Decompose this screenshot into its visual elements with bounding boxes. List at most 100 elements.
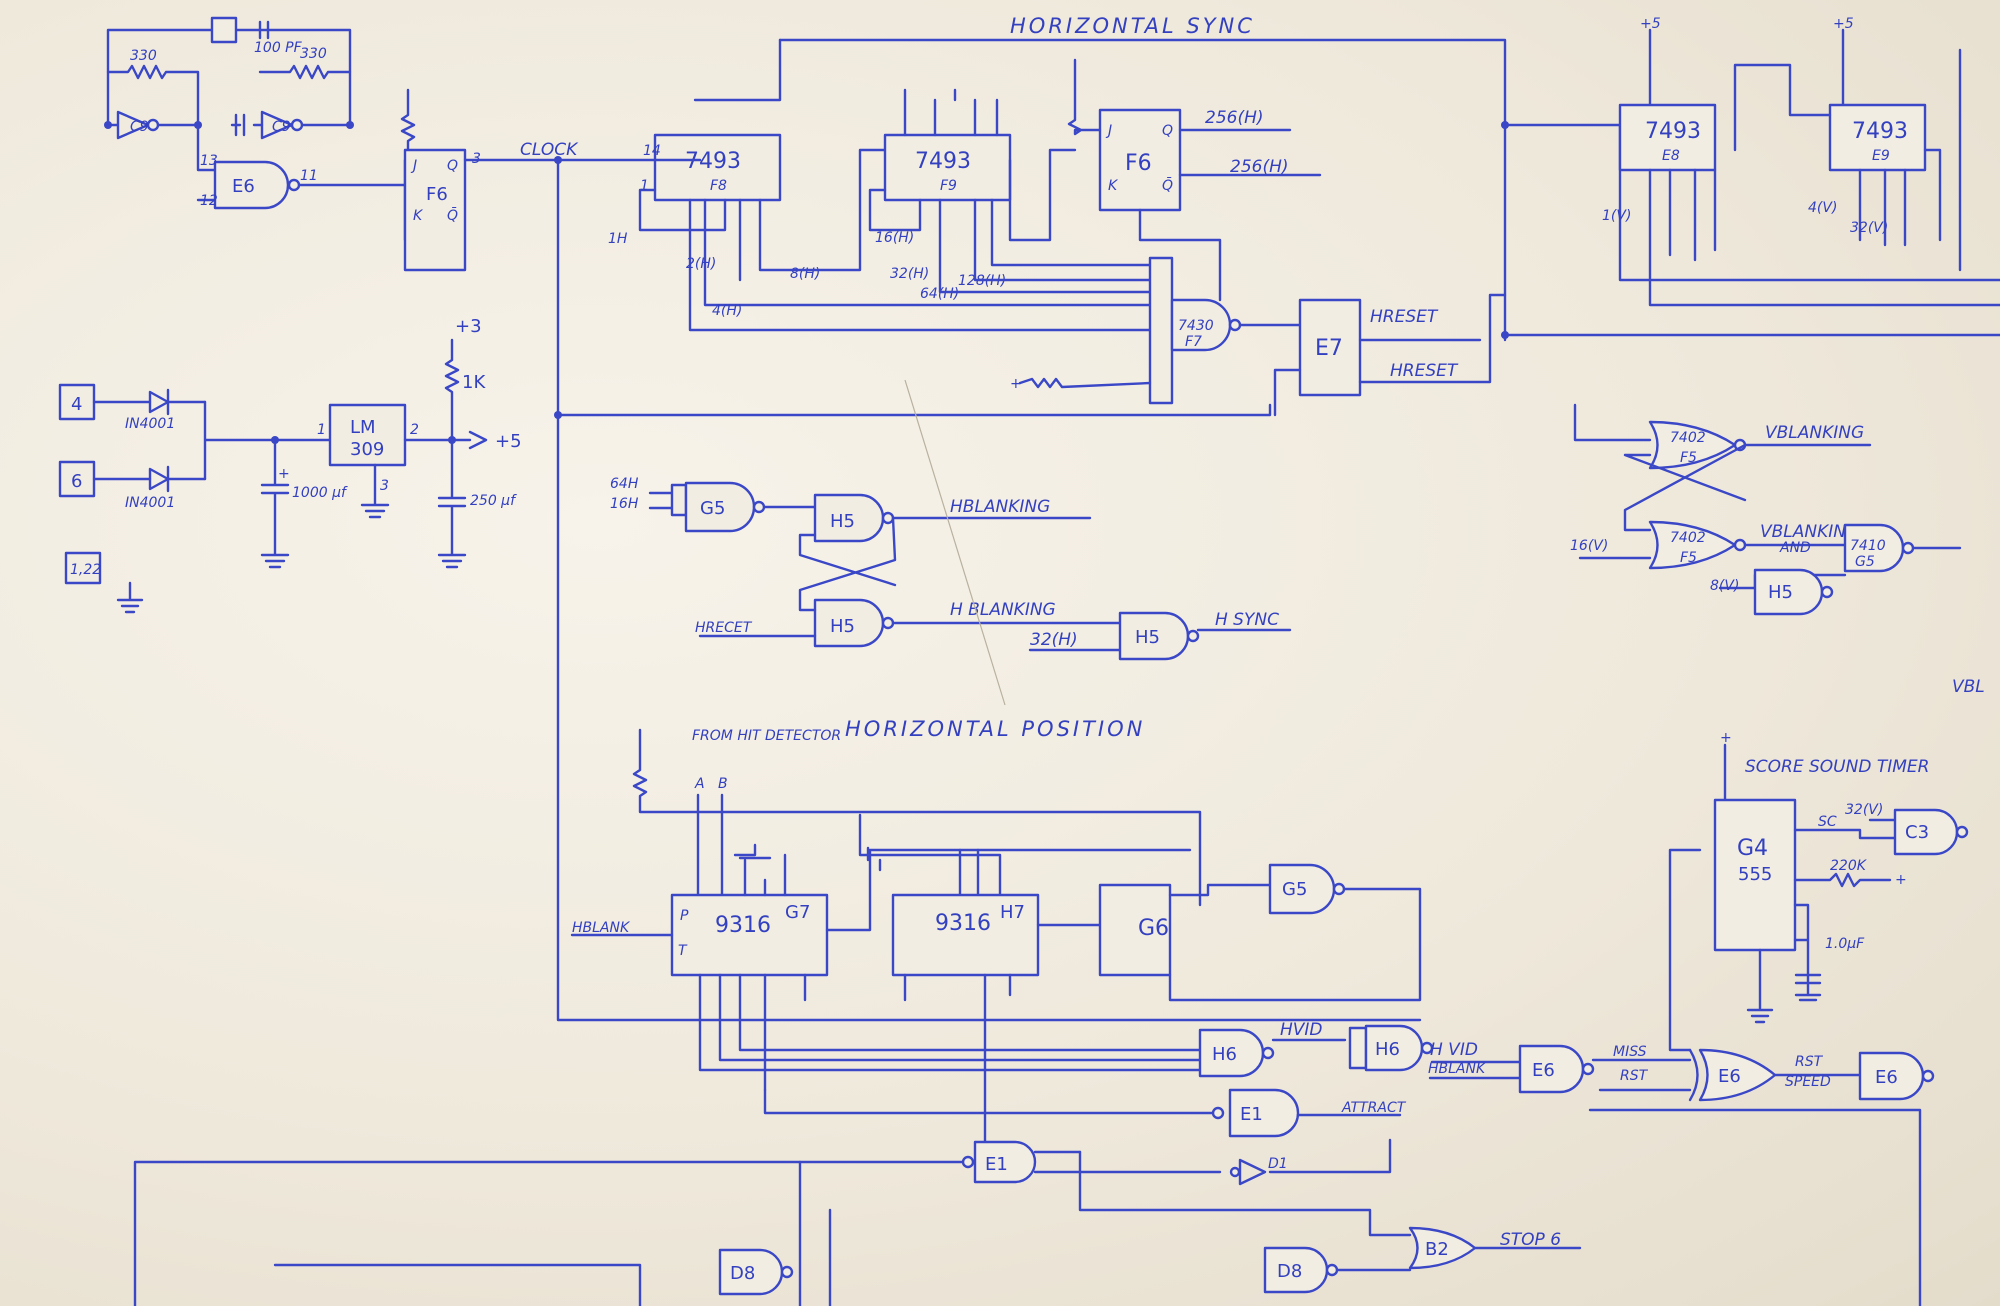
nand-d8-2-label: D8: [1277, 1261, 1302, 1282]
hit-detector-lines: [696, 793, 724, 897]
label-hblanking: HBLANKING: [950, 497, 1050, 517]
timer-g4-type: 555: [1738, 864, 1772, 885]
label-hsync: H SYNC: [1215, 610, 1279, 630]
nand-gate-e6: [213, 160, 290, 210]
label-plus5: +5: [495, 431, 522, 452]
inverter-c9-2: [260, 110, 294, 140]
label-vblanking: VBLANKING: [1760, 522, 1859, 542]
pin-qbar: Q̄: [447, 206, 458, 224]
counter-h7-ref: H7: [1000, 902, 1025, 923]
label-32h: 32(H): [890, 266, 929, 282]
terminal-wires: [92, 400, 152, 481]
g7-p: P: [680, 908, 689, 924]
nand-gate-e6-label: E6: [232, 176, 255, 197]
cross-coupled-wiring: [1578, 443, 1747, 560]
nand-h5-sync-label: H5: [1135, 627, 1160, 648]
nand-h6-2-label: H6: [1375, 1039, 1400, 1060]
nand-h5-2-label: H5: [830, 616, 855, 637]
label-sc: SC: [1818, 814, 1837, 830]
label-2h: 2(H): [686, 256, 716, 272]
title-horizontal-sync: HORIZONTAL SYNC: [1010, 14, 1255, 38]
nand-h5-1-label: H5: [830, 511, 855, 532]
label-16v: 16(V): [1570, 538, 1608, 554]
sc-wire: [1793, 828, 1897, 840]
nand-c3-label: C3: [1905, 822, 1929, 843]
title-horizontal-position: HORIZONTAL POSITION: [845, 717, 1145, 741]
label-vbl: VBL: [1952, 677, 1985, 697]
b2-input-wire: [1078, 1150, 1412, 1237]
label-miss: MISS: [1613, 1044, 1647, 1060]
label-rst-speed-1: RST: [1795, 1054, 1824, 1070]
counter-g7-ref: G7: [785, 902, 810, 923]
nor-f5-2-ref: F5: [1680, 550, 1697, 566]
regulator-lm309: [328, 403, 407, 467]
pin-11: 11: [300, 168, 318, 184]
nor-b2-label: B2: [1425, 1239, 1449, 1260]
h7-top-wiring: [858, 813, 1002, 897]
inverter-c9-1-label: C9: [130, 119, 149, 135]
label-8v: 8(V): [1710, 578, 1739, 594]
nand-e6-rst-label: E6: [1875, 1067, 1898, 1088]
paper-fold-crease: [904, 379, 1006, 706]
e7-outputs: [1358, 293, 1507, 384]
f6b-j: J: [1105, 123, 1112, 139]
flipflop-f6-256h-label: F6: [1125, 151, 1152, 176]
capacitor-250uf-label: 250 μf: [470, 493, 517, 509]
label-plus3: +3: [455, 316, 482, 337]
attract-out: [763, 1088, 1215, 1115]
nand-input-stack-f7: [1148, 256, 1174, 405]
f8-wiring: [638, 158, 727, 232]
label-hvid-2: H VID: [1430, 1040, 1478, 1060]
nand-7430-type: 7430: [1178, 318, 1214, 334]
f6b-outputs: [1178, 128, 1322, 177]
nor-f5-1-ref: F5: [1680, 450, 1697, 466]
nand-h5-v-label: H5: [1768, 582, 1793, 603]
xor-input-curve: [1688, 1048, 1699, 1102]
lower-bus-wiring: [273, 1160, 832, 1306]
label-hreset-n: HRESET: [1370, 307, 1439, 327]
counter-e9-ref: E9: [1872, 148, 1890, 164]
timer-ground: [1746, 948, 1774, 1024]
counter-9316-g7: [670, 893, 829, 977]
e1-2-inputs: [1033, 1150, 1222, 1174]
inverter-d1: [1238, 1158, 1267, 1186]
f6b-q: Q: [1162, 123, 1173, 139]
pin-13: 13: [200, 153, 218, 169]
capacitor-1uf-label: 1.0μF: [1825, 936, 1865, 952]
terminal-4-label: 4: [71, 394, 82, 415]
label-rst-speed-2: SPEED: [1785, 1074, 1831, 1090]
diode-2-bar: [166, 465, 207, 493]
resistor-330-left: [106, 64, 200, 127]
resistor-330-label: 330: [130, 48, 157, 64]
flipflop-g6-label: G6: [1138, 916, 1169, 941]
flipflop-f6-clock: [403, 148, 467, 272]
inverter-bubble: [146, 118, 160, 132]
resistor-220k: [1793, 872, 1892, 888]
e1-2-output-bus: [133, 1138, 1392, 1306]
flipflop-e7: [1298, 298, 1362, 397]
pin-k: K: [413, 208, 424, 224]
label-hreset: HRESET: [1390, 361, 1459, 381]
label-and: AND: [1779, 540, 1811, 556]
diode-2: [148, 467, 170, 491]
ground-symbol-terminal: [116, 581, 144, 614]
f6b-qbar: Q̄: [1162, 176, 1173, 194]
diode-1-label: IN4001: [125, 416, 175, 432]
counter-g7-type: 9316: [715, 913, 771, 938]
label-16h-in: 16H: [610, 496, 639, 512]
nand-d8-1-label: D8: [730, 1263, 755, 1284]
f6b-to-f7: [1138, 208, 1222, 302]
flipflop-e7-label: E7: [1315, 336, 1343, 361]
hblank-cross-coupled: [798, 516, 897, 612]
e9-outputs: [1858, 48, 1962, 272]
vblank-reset-wire: [1573, 403, 1652, 442]
label-hvid: HVID: [1280, 1020, 1323, 1040]
capacitor-coupling: [234, 113, 246, 137]
hblanking-latch: 64H 16H G5 H5 HBLANKING H5 HRECET H BLAN…: [610, 476, 1292, 661]
capacitor-1000uf: [260, 438, 290, 569]
counter-e8-type: 7493: [1645, 119, 1701, 144]
diode-2-label: IN4001: [125, 495, 175, 511]
timing-capacitor: [1793, 903, 1822, 1002]
